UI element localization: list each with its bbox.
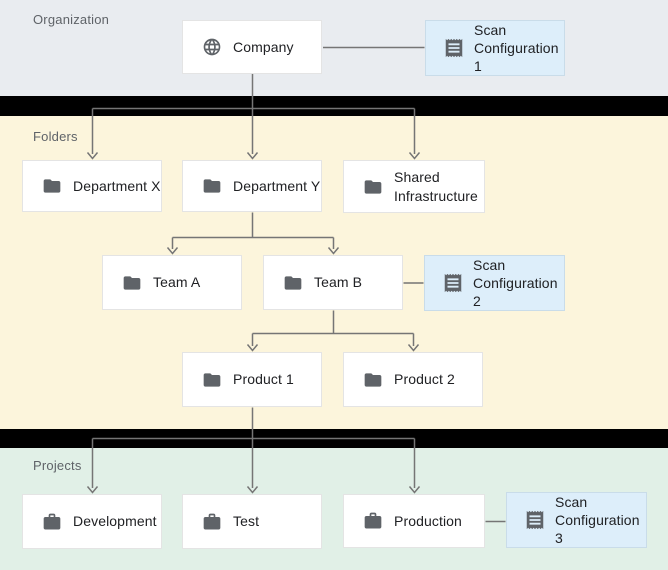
node-scan-configuration-3: Scan Configuration 3 bbox=[506, 492, 647, 548]
node-shared-infrastructure: Shared Infrastructure bbox=[343, 160, 485, 213]
node-team-a: Team A bbox=[102, 255, 242, 310]
node-label: Shared Infrastructure bbox=[394, 169, 478, 204]
edge-arrow-product-1 bbox=[246, 333, 259, 352]
edge-team-b-branch bbox=[252, 310, 414, 335]
receipt-icon bbox=[524, 509, 546, 531]
edge-arrow-shared-infra bbox=[408, 108, 421, 160]
node-label: Test bbox=[233, 513, 260, 530]
node-label: Team A bbox=[153, 274, 201, 291]
edge-arrow-test bbox=[246, 438, 259, 494]
edge-company-branch bbox=[92, 74, 415, 110]
edge-dept-y-branch bbox=[172, 212, 334, 239]
node-label: Scan Configuration 3 bbox=[555, 493, 640, 547]
briefcase-icon bbox=[363, 511, 383, 531]
folder-icon bbox=[122, 273, 142, 293]
node-label: Product 2 bbox=[394, 371, 455, 388]
edge-product-1-branch bbox=[92, 407, 415, 440]
receipt-icon bbox=[442, 272, 464, 294]
folder-icon bbox=[202, 176, 222, 196]
node-label: Team B bbox=[314, 274, 363, 291]
node-label: Scan Configuration 1 bbox=[474, 21, 559, 75]
organization-section-label: Organization bbox=[33, 12, 110, 27]
node-scan-configuration-2: Scan Configuration 2 bbox=[424, 255, 565, 311]
node-team-b: Team B bbox=[263, 255, 403, 310]
edge-arrow-team-a bbox=[166, 237, 179, 255]
edge-arrow-dept-y bbox=[246, 108, 259, 160]
node-product-2: Product 2 bbox=[343, 352, 483, 407]
node-development: Development bbox=[22, 494, 162, 549]
node-production: Production bbox=[343, 494, 485, 548]
folder-icon bbox=[42, 176, 62, 196]
node-scan-configuration-1: Scan Configuration 1 bbox=[425, 20, 565, 76]
node-label: Production bbox=[394, 512, 462, 529]
folder-icon bbox=[363, 177, 383, 197]
node-product-1: Product 1 bbox=[182, 352, 322, 407]
node-label: Development bbox=[73, 513, 157, 530]
folder-icon bbox=[283, 273, 303, 293]
node-department-y: Department Y bbox=[182, 160, 322, 212]
node-department-x: Department X bbox=[22, 160, 162, 212]
node-label: Product 1 bbox=[233, 371, 294, 388]
node-label: Department X bbox=[73, 177, 161, 194]
edge-arrow-dept-x bbox=[86, 108, 99, 160]
node-label: Department Y bbox=[233, 177, 321, 194]
receipt-icon bbox=[443, 37, 465, 59]
node-company: Company bbox=[182, 20, 322, 74]
folders-section-label: Folders bbox=[33, 129, 78, 144]
globe-icon bbox=[202, 37, 222, 57]
projects-section-label: Projects bbox=[33, 458, 82, 473]
edge-arrow-product-2 bbox=[407, 333, 420, 352]
edge-arrow-production bbox=[408, 438, 421, 494]
briefcase-icon bbox=[202, 512, 222, 532]
node-label: Company bbox=[233, 38, 294, 55]
node-test: Test bbox=[182, 494, 322, 549]
node-label: Scan Configuration 2 bbox=[473, 256, 558, 310]
edge-arrow-team-b bbox=[327, 237, 340, 255]
briefcase-icon bbox=[42, 512, 62, 532]
folder-icon bbox=[363, 370, 383, 390]
edge-arrow-development bbox=[86, 438, 99, 494]
folder-icon bbox=[202, 370, 222, 390]
